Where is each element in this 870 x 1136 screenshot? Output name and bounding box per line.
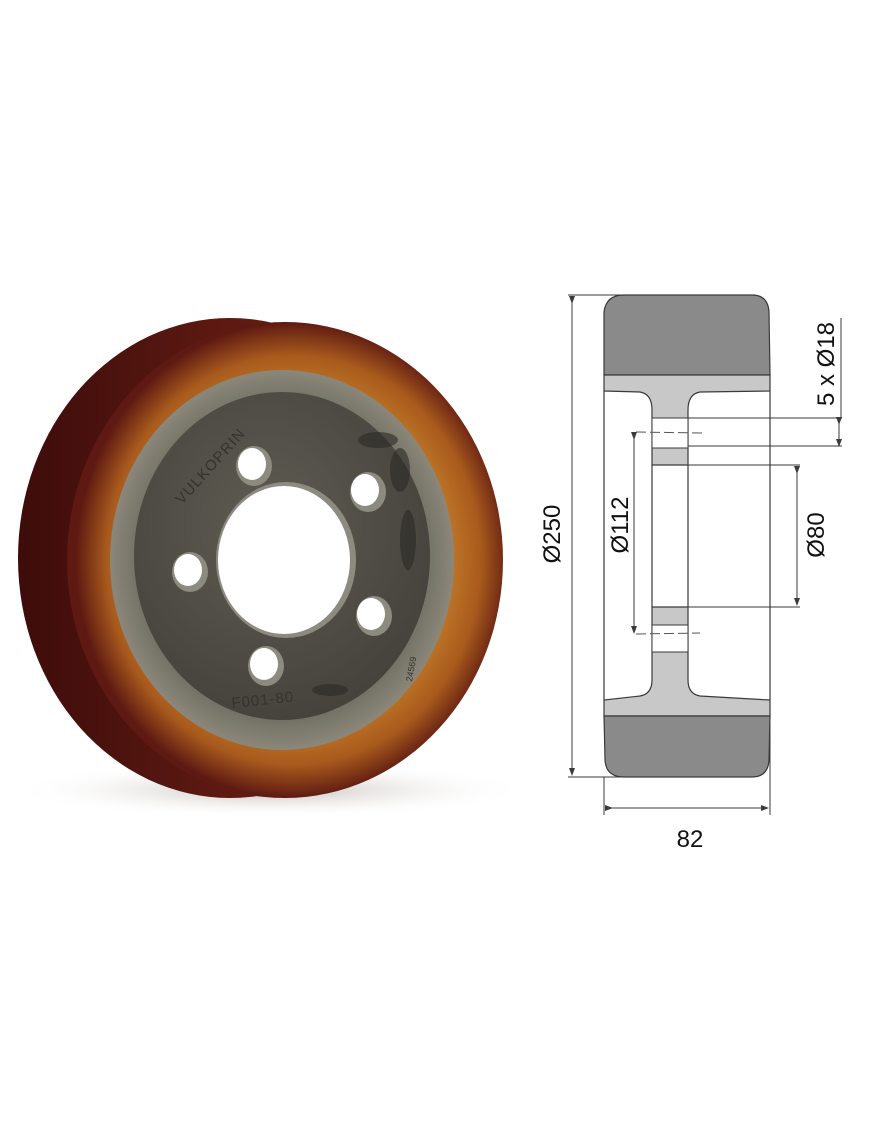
lower-bolt-hole <box>651 624 689 653</box>
wheel-photo: VULKOPRIN F001-80 24569 <box>10 318 530 818</box>
od-dimension-label: Ø250 <box>540 505 566 564</box>
hub-lower <box>603 606 771 717</box>
bcd-dimension-label: Ø112 <box>607 497 634 554</box>
hub-marking-serial: 24569 <box>404 656 418 682</box>
center-bore-opening <box>218 486 350 634</box>
width-dimension-label: 82 <box>677 826 704 853</box>
tread-top <box>603 294 771 376</box>
bolt-holes <box>172 446 392 686</box>
bore-dimension-label: Ø80 <box>803 512 830 557</box>
hub-marking-part: F001-80 <box>231 688 295 711</box>
hub-stains <box>312 432 416 696</box>
lower-bolt-centerline <box>635 632 701 635</box>
technical-drawing: Ø250 Ø112 Ø80 5 x Ø18 82 <box>539 0 870 1131</box>
tread-bottom <box>603 715 771 778</box>
hole-dimension-label: 5 x Ø18 <box>813 322 840 406</box>
upper-bolt-centerline <box>635 431 703 434</box>
